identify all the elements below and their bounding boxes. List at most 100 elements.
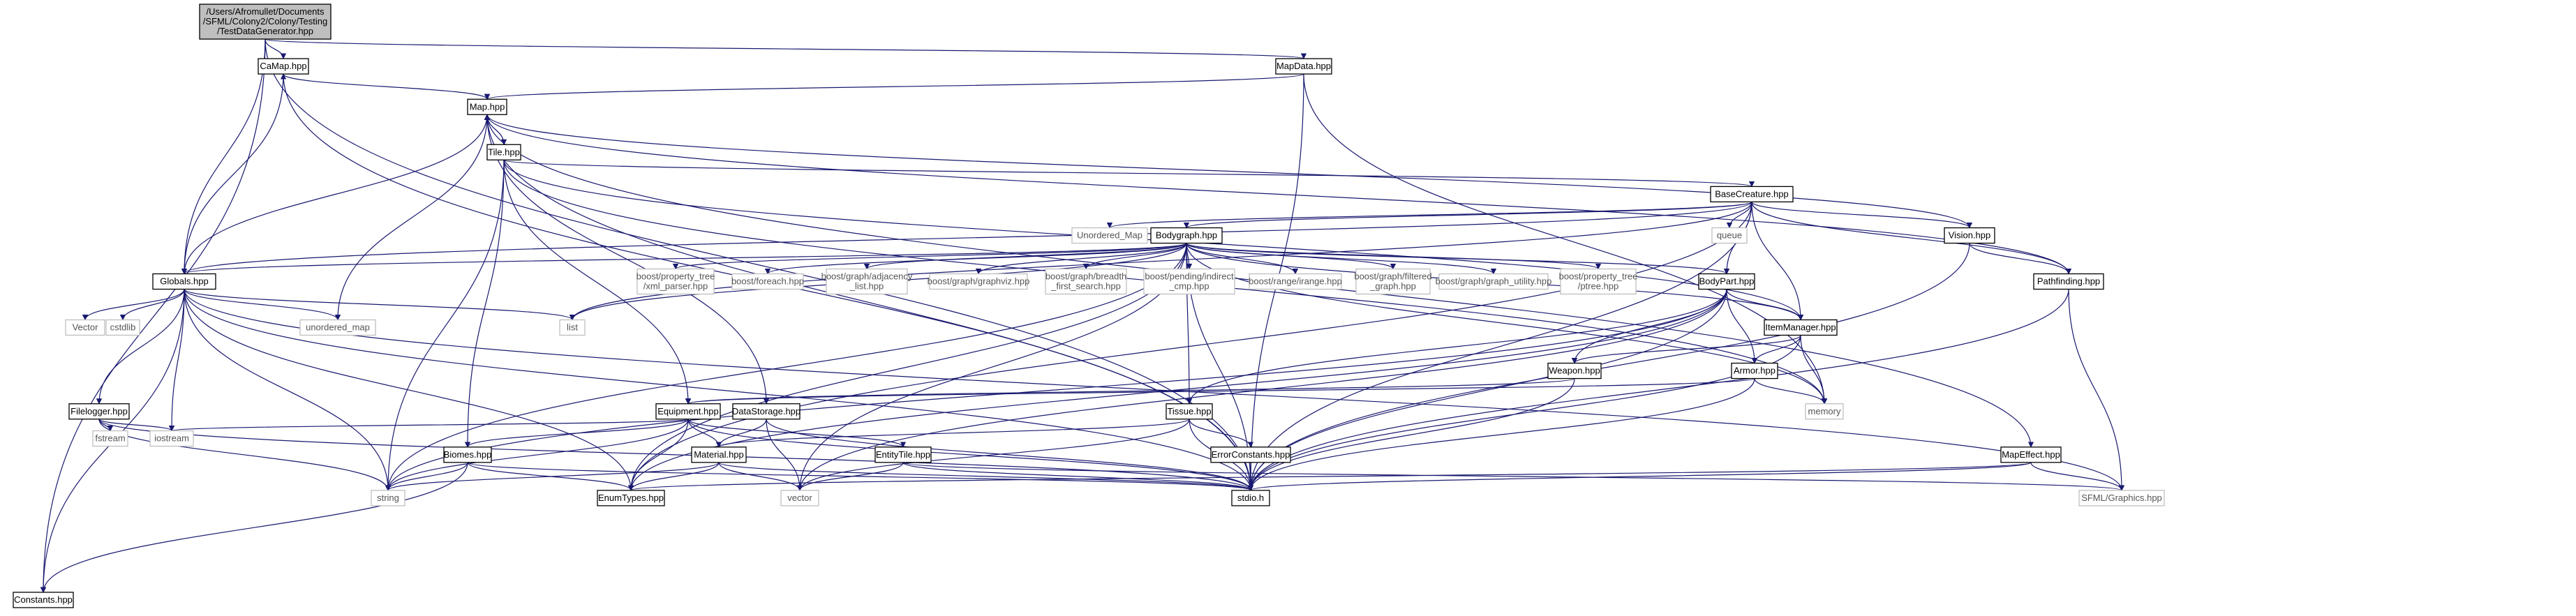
node-b_filtered: boost/graph/filtered_graph.hpp: [1354, 268, 1432, 295]
node-iostream: iostream: [149, 430, 194, 447]
node-mapeffect[interactable]: MapEffect.hpp: [2000, 446, 2062, 463]
edge-itemmanager-weapon: [1571, 334, 1801, 364]
edge-equipment-material: [687, 419, 722, 448]
node-filelogger[interactable]: Filelogger.hpp: [68, 403, 130, 420]
node-b_foreach: boost/foreach.hpp: [731, 273, 804, 290]
node-armor[interactable]: Armor.hpp: [1731, 362, 1778, 380]
edge-armor-equipment: [685, 378, 1755, 405]
node-label: EnumTypes.hpp: [598, 493, 664, 503]
node-box: [258, 58, 309, 75]
node-box: [732, 403, 801, 420]
node-globals[interactable]: Globals.hpp: [152, 273, 216, 290]
node-box: [2033, 273, 2104, 290]
node-label: DataStorage.hpp: [732, 406, 801, 416]
edge-bodygraph-b_ptree: [1186, 243, 1601, 270]
node-box: [65, 319, 105, 336]
node-entitytile[interactable]: EntityTile.hpp: [874, 446, 932, 463]
node-basecreature[interactable]: BaseCreature.hpp: [1710, 186, 1794, 203]
node-label: Map.hpp: [470, 101, 505, 112]
edge-armor-memory: [1754, 378, 1828, 405]
edge-root-mapdata: [265, 38, 1306, 59]
node-label: boost/pending/indirect: [1145, 271, 1234, 282]
edge-tissue-material: [716, 419, 1190, 448]
edge-pathfinding-sfml: [2068, 289, 2125, 491]
node-box: [1166, 403, 1213, 420]
edge-equipment-stdio: [687, 419, 1254, 491]
node-box: [2000, 446, 2062, 463]
node-mapdata[interactable]: MapData.hpp: [1275, 58, 1332, 75]
node-map[interactable]: Map.hpp: [467, 98, 507, 115]
node-box: [780, 490, 819, 506]
node-box: [929, 273, 1028, 290]
node-unordered_map: unordered_map: [299, 319, 376, 336]
node-label: boost/graph/breadth: [1045, 271, 1126, 282]
node-label: boost/property_tree: [1559, 271, 1638, 282]
node-cstdlib: cstdlib: [105, 319, 140, 336]
node-equipment[interactable]: Equipment.hpp: [655, 403, 721, 420]
edge-pathfinding-stdio: [1247, 289, 2069, 491]
node-b_utility: boost/graph/graph_utility.hpp: [1436, 273, 1551, 290]
node-list: list: [559, 319, 586, 336]
node-label: Armor.hpp: [1734, 366, 1775, 376]
node-stdio[interactable]: stdio.h: [1231, 490, 1270, 506]
node-box: [299, 319, 376, 336]
node-errorconstants[interactable]: ErrorConstants.hpp: [1210, 446, 1291, 463]
node-label: string: [377, 493, 399, 503]
edge-bodygraph-b_bfs: [1082, 243, 1187, 270]
node-string: string: [371, 490, 405, 506]
edge-globals-camap: [184, 73, 287, 274]
node-label: /Users/Afromullet/Documents: [206, 6, 325, 17]
edge-equipment-iostream: [169, 419, 689, 432]
node-box: [1764, 319, 1838, 336]
node-datastorage[interactable]: DataStorage.hpp: [732, 403, 801, 420]
node-pathfinding[interactable]: Pathfinding.hpp: [2033, 273, 2104, 290]
node-label: BaseCreature.hpp: [1715, 188, 1789, 199]
node-box: [1944, 227, 1995, 244]
edge-datastorage-vector: [766, 419, 803, 491]
node-b_adj: boost/graph/adjacency_list.hpp: [821, 268, 913, 295]
node-tile[interactable]: Tile.hpp: [486, 144, 521, 160]
edge-equipment-enumtypes: [627, 419, 689, 491]
node-label: ItemManager.hpp: [1765, 322, 1836, 332]
node-box: [13, 592, 74, 608]
node-box: [1071, 227, 1148, 244]
edge-basecreature-stdio: [1247, 202, 1752, 491]
node-box: [1698, 273, 1755, 290]
node-box: [1210, 446, 1291, 463]
node-material[interactable]: Material.hpp: [691, 446, 747, 463]
node-bodypart[interactable]: BodyPart.hpp: [1698, 273, 1755, 290]
edge-bodypart-tissue: [1186, 289, 1727, 405]
edge-biomes-string: [385, 462, 468, 491]
node-b_irange: boost/range/irange.hpp: [1249, 273, 1342, 290]
node-label: Globals.hpp: [160, 276, 208, 287]
node-vector: vector: [780, 490, 819, 506]
node-bodygraph[interactable]: Bodygraph.hpp: [1150, 227, 1223, 244]
node-constants[interactable]: Constants.hpp: [13, 592, 74, 608]
node-label: list: [567, 322, 578, 332]
node-camap[interactable]: CaMap.hpp: [258, 58, 309, 75]
node-label: cstdlib: [110, 322, 136, 332]
edge-globals-map: [184, 114, 491, 274]
node-label: fstream: [95, 433, 125, 444]
node-box: [443, 446, 492, 463]
node-label: Pathfinding.hpp: [2037, 276, 2100, 287]
edge-itemmanager-armor: [1751, 335, 1801, 364]
node-weapon[interactable]: Weapon.hpp: [1547, 362, 1602, 380]
node-root[interactable]: /Users/Afromullet/Documents/SFML/Colony2…: [199, 3, 332, 40]
node-b_graphviz: boost/graph/graphviz.hpp: [928, 273, 1029, 290]
node-box: [105, 319, 140, 336]
edge-weapon-equipment: [685, 378, 1575, 405]
node-vision[interactable]: Vision.hpp: [1944, 227, 1995, 244]
node-fstream: fstream: [92, 430, 128, 447]
node-label: _first_search.hpp: [1050, 281, 1121, 292]
node-tissue[interactable]: Tissue.hpp: [1166, 403, 1213, 420]
node-label: EntityTile.hpp: [876, 449, 930, 460]
node-itemmanager[interactable]: ItemManager.hpp: [1764, 319, 1838, 336]
edge-basecreature-queue: [1726, 202, 1752, 229]
node-label: memory: [1808, 406, 1841, 416]
edge-armor-stdio: [1247, 378, 1755, 491]
node-enumtypes[interactable]: EnumTypes.hpp: [597, 490, 665, 506]
node-label: boost/foreach.hpp: [731, 276, 804, 287]
node-biomes[interactable]: Biomes.hpp: [443, 446, 492, 463]
